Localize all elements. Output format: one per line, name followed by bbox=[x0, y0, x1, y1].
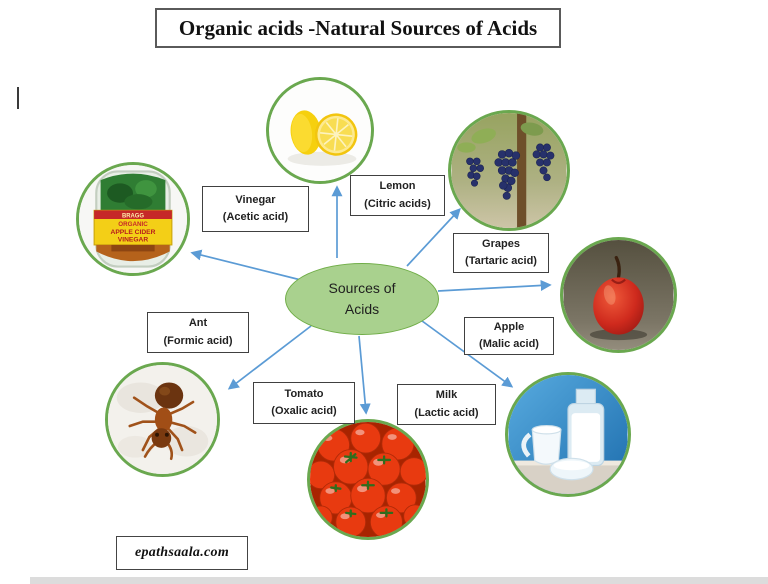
watermark-text: epathsaala.com bbox=[134, 545, 230, 560]
page-bottom-edge bbox=[30, 577, 768, 584]
vinegar-jar-icon: BRAGG ORGANIC APPLE CIDER VINEGAR bbox=[79, 165, 187, 273]
label-box-ant: Ant (Formic acid) bbox=[147, 312, 249, 353]
milk-jug-bottle-bowl-icon bbox=[508, 375, 628, 494]
arrow-to-vinegar bbox=[190, 249, 310, 283]
tomato-name: Tomato bbox=[284, 387, 324, 400]
ant-name: Ant bbox=[188, 317, 208, 330]
jar-line1-text: APPLE CIDER bbox=[111, 229, 156, 236]
grapes-name: Grapes bbox=[482, 237, 520, 250]
milk-acid: (Lactic acid) bbox=[414, 406, 479, 419]
label-box-vinegar: Vinegar (Acetic acid) bbox=[202, 186, 309, 232]
apple-image bbox=[560, 237, 677, 353]
milk-image bbox=[505, 372, 631, 497]
jar-line2-text: VINEGAR bbox=[118, 237, 149, 244]
lemon-halves-icon bbox=[269, 80, 371, 181]
arrow-to-grapes bbox=[406, 207, 461, 267]
lemon-image bbox=[266, 77, 374, 184]
jar-organic-text: ORGANIC bbox=[118, 221, 148, 228]
center-node-line1: Sources of bbox=[328, 280, 396, 296]
diagram-title-text: Organic acids -Natural Sources of Acids bbox=[178, 15, 538, 40]
ant-acid: (Formic acid) bbox=[163, 334, 233, 347]
arrow-to-tomato bbox=[358, 335, 371, 415]
grape-bunches-icon bbox=[451, 113, 567, 228]
watermark: epathsaala.com bbox=[116, 536, 248, 570]
text-cursor-mark bbox=[17, 87, 19, 109]
vinegar-image: BRAGG ORGANIC APPLE CIDER VINEGAR bbox=[76, 162, 190, 276]
grapes-image bbox=[448, 110, 570, 231]
grapes-acid: (Tartaric acid) bbox=[465, 255, 537, 267]
red-apple-icon bbox=[563, 240, 674, 350]
apple-name: Apple bbox=[493, 320, 525, 333]
lemon-name: Lemon bbox=[379, 180, 416, 193]
arrow-to-apple bbox=[437, 279, 552, 292]
ant-image bbox=[105, 362, 220, 477]
tomatoes-icon bbox=[310, 422, 426, 537]
apple-acid: (Malic acid) bbox=[479, 338, 539, 350]
label-box-tomato: Tomato (Oxalic acid) bbox=[253, 382, 355, 424]
ant-icon bbox=[108, 365, 217, 474]
label-box-lemon: Lemon (Citric acids) bbox=[350, 175, 445, 216]
vinegar-name: Vinegar bbox=[235, 193, 276, 206]
tomato-image bbox=[307, 419, 429, 540]
lemon-acid: (Citric acids) bbox=[364, 197, 431, 210]
label-box-grapes: Grapes (Tartaric acid) bbox=[453, 233, 549, 273]
label-box-milk: Milk (Lactic acid) bbox=[397, 384, 496, 425]
diagram-title: Organic acids -Natural Sources of Acids bbox=[155, 8, 561, 48]
milk-name: Milk bbox=[435, 389, 458, 402]
vinegar-acid: (Acetic acid) bbox=[222, 211, 289, 223]
center-node-sources-of-acids: Sources of Acids bbox=[285, 263, 439, 335]
label-box-apple: Apple (Malic acid) bbox=[464, 317, 554, 355]
tomato-acid: (Oxalic acid) bbox=[271, 405, 337, 417]
jar-brand-text: BRAGG bbox=[122, 213, 144, 219]
center-node-line2: Acids bbox=[344, 301, 380, 317]
